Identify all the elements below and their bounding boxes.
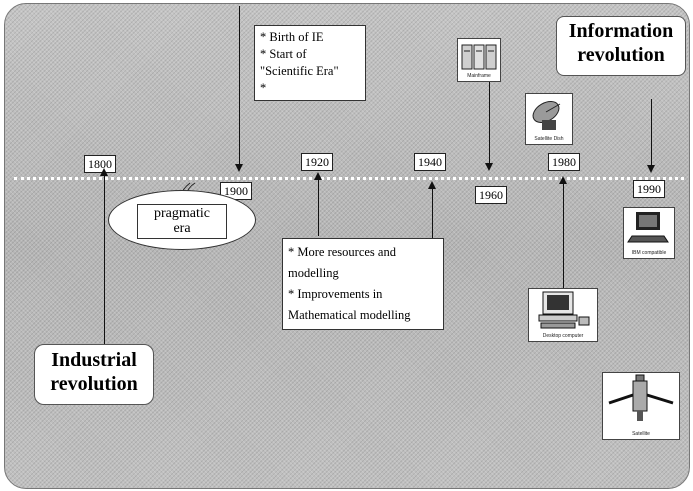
arrow-1940-line	[432, 186, 433, 238]
arrow-information-line	[651, 99, 652, 166]
mainframe-computer-graphic	[461, 44, 497, 70]
note-line: * Improvements in	[288, 287, 383, 301]
satellite-caption: Satellite	[632, 431, 650, 437]
arrow-mainframe-line	[489, 80, 490, 164]
industrial-revolution-line: revolution	[50, 373, 138, 395]
mainframe-caption: Mainframe	[467, 73, 491, 79]
satellite-dish-icon: Satellite Dish	[525, 93, 573, 145]
satellite-dish-caption: Satellite Dish	[534, 136, 564, 142]
pragmatic-era-line: era	[173, 221, 191, 236]
note-line: * More resources and	[288, 245, 396, 259]
satellite-dish-graphic	[532, 101, 561, 130]
laptop-graphic	[627, 212, 669, 243]
arrow-birth-ie-head	[235, 164, 243, 172]
year-1980: 1980	[548, 153, 580, 171]
laptop-caption: IBM compatible	[631, 250, 667, 256]
arrow-industrial-line	[104, 176, 105, 344]
year-1960: 1960	[475, 186, 507, 204]
information-revolution-line: revolution	[577, 44, 665, 66]
desktop-computer-icon: Desktop computer	[528, 288, 598, 342]
note-line: modelling	[288, 266, 339, 280]
arrow-industrial-head	[100, 168, 108, 176]
arrow-1920-head	[314, 172, 322, 180]
note-line: "Scientific Era"	[260, 64, 339, 78]
industrial-revolution-line: Industrial	[51, 349, 137, 371]
arrow-1940-head	[428, 181, 436, 189]
mainframe-computer-icon: Mainframe	[457, 38, 501, 82]
note-line: *	[260, 81, 267, 95]
satellite-icon: Satellite	[602, 372, 680, 440]
laptop-icon: IBM compatible	[623, 207, 675, 259]
year-1900: 1900	[220, 182, 252, 200]
note-more-resources: * More resources and modelling * Improve…	[282, 238, 444, 330]
pragmatic-era-line: pragmatic	[154, 206, 210, 221]
arrow-desktop-head	[559, 176, 567, 184]
arrow-desktop-line	[563, 182, 564, 288]
industrial-revolution-label: Industrial revolution	[34, 344, 154, 405]
note-line: Mathematical modelling	[288, 308, 411, 322]
year-1940: 1940	[414, 153, 446, 171]
arrow-information-head	[647, 165, 655, 173]
year-1920: 1920	[301, 153, 333, 171]
arrow-mainframe-head	[485, 163, 493, 171]
information-revolution-label: Information revolution	[556, 16, 686, 76]
desktop-computer-caption: Desktop computer	[542, 333, 584, 339]
satellite-graphic	[608, 374, 674, 421]
arrow-1920-line	[318, 176, 319, 236]
pragmatic-era-label: pragmatic era	[137, 204, 227, 239]
timeline-axis	[14, 177, 684, 180]
note-birth-of-ie: * Birth of IE * Start of "Scientific Era…	[254, 25, 366, 101]
arrow-birth-ie-line	[239, 6, 240, 166]
desktop-computer-graphic	[538, 291, 590, 329]
note-line: * Start of	[260, 47, 307, 61]
year-1990: 1990	[633, 180, 665, 198]
note-line: * Birth of IE	[260, 30, 324, 44]
information-revolution-line: Information	[568, 20, 674, 42]
